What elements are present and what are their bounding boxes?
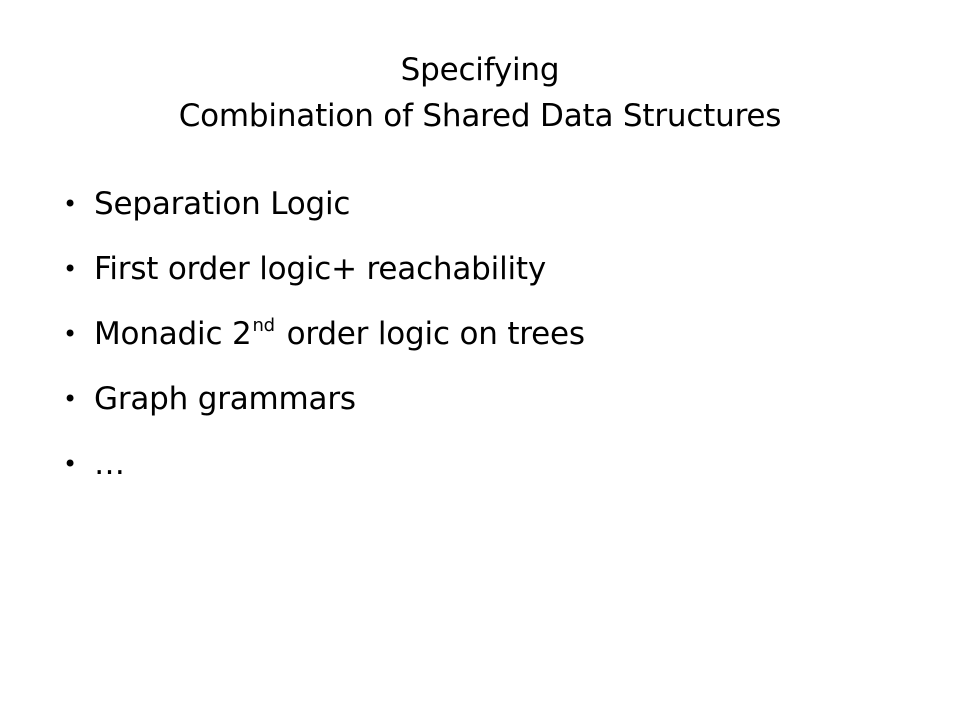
bullet-icon: •	[63, 255, 77, 283]
bullet-text: …	[94, 446, 125, 482]
bullet-text: First order logic+ reachability	[94, 251, 546, 287]
bullet-icon: •	[63, 450, 77, 478]
bullet-text-after: order logic on trees	[286, 316, 585, 352]
title-line-1: Specifying	[400, 52, 560, 88]
bullet-list: • Separation Logic • First order logic+ …	[58, 172, 918, 497]
bullet-text-before: Monadic 2	[94, 316, 252, 352]
slide-title: Specifying Combination of Shared Data St…	[60, 47, 900, 139]
bullet-item-separation-logic: • Separation Logic	[58, 172, 918, 237]
bullet-superscript: nd	[252, 315, 275, 336]
title-line-2: Combination of Shared Data Structures	[178, 98, 782, 134]
bullet-item-monadic-logic: • Monadic 2nd order logic on trees	[58, 302, 918, 367]
bullet-icon: •	[63, 190, 77, 218]
bullet-item-first-order-logic: • First order logic+ reachability	[58, 237, 918, 302]
bullet-item-graph-grammars: • Graph grammars	[58, 367, 918, 432]
bullet-text: Separation Logic	[94, 186, 351, 222]
bullet-item-ellipsis: • …	[58, 432, 918, 497]
bullet-icon: •	[63, 320, 77, 348]
bullet-text: Monadic 2nd order logic on trees	[94, 302, 585, 371]
bullet-icon: •	[63, 385, 77, 413]
bullet-text: Graph grammars	[94, 381, 356, 417]
